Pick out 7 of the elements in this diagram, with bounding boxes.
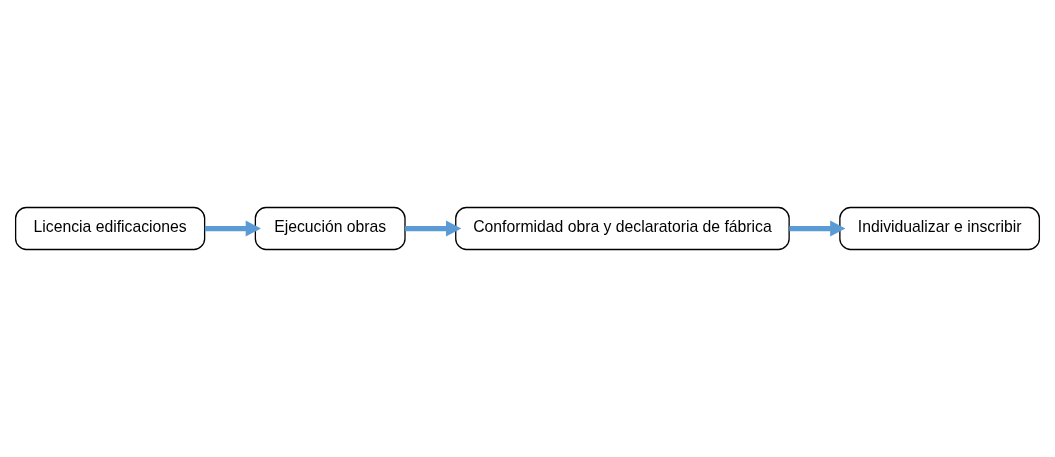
- node-box: Licencia edificaciones: [14, 206, 206, 251]
- node-box: Ejecución obras: [254, 206, 406, 251]
- arrow: [405, 220, 462, 237]
- arrow: [204, 220, 261, 237]
- arrow: [789, 220, 846, 237]
- node-box: Individualizar e inscribir: [839, 206, 1041, 251]
- node-box: Conformidad obra y declaratoria de fábrica: [455, 206, 790, 251]
